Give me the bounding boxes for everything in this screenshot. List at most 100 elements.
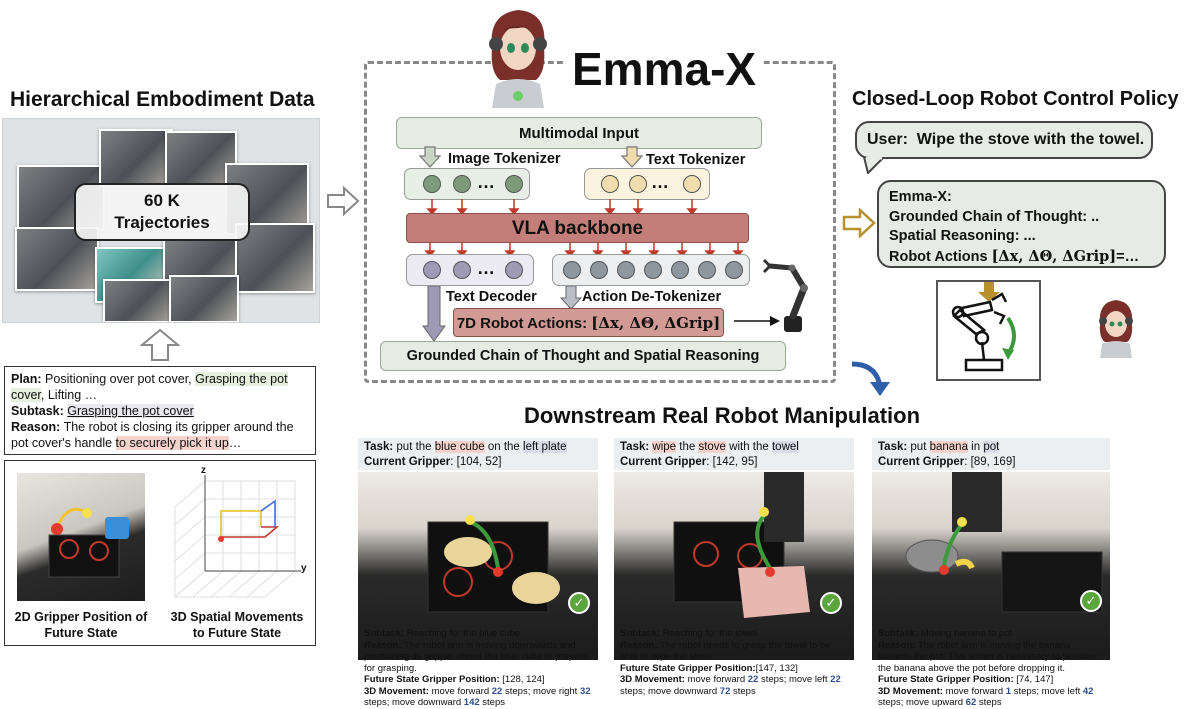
task-text: the (676, 441, 699, 453)
caption-3d-movement: 3D Spatial Movements to Future State (161, 609, 313, 641)
plan-label: Plan: (11, 372, 42, 386)
gripper-line: Current Gripper: [89, 169] (878, 455, 1104, 470)
subtask-label: Subtask: (364, 628, 405, 639)
text-token (683, 175, 701, 193)
image-tokenizer-label: Image Tokenizer (448, 151, 561, 167)
plan-annotation-box: Plan: Positioning over pot cover, Graspi… (4, 366, 316, 455)
action-token (617, 261, 635, 279)
token-ellipsis: … (651, 172, 669, 192)
axis-z-label: z (201, 465, 206, 476)
movement-number: 142 (463, 697, 480, 708)
success-check-icon: ✓ (820, 592, 842, 614)
actions-label: 7D Robot Actions: (456, 315, 592, 332)
right-arrow-icon (327, 186, 360, 216)
axis-y-label: y (301, 563, 307, 574)
success-check-icon: ✓ (1080, 590, 1102, 612)
future-value: [147, 132] (755, 662, 798, 674)
emma-avatar-icon (489, 10, 547, 108)
downstream-curved-arrow-icon (851, 361, 890, 396)
gripper-value: : [89, 169] (964, 456, 1016, 468)
movement-text: steps (976, 697, 1002, 708)
reason-text: The robot needs to grasp the towel to be… (620, 639, 831, 663)
task-line: Task: wipe the stove with the towel (620, 440, 848, 455)
action-token (644, 261, 662, 279)
movement-number: 1 (1005, 685, 1012, 697)
emma-response-line: Grounded Chain of Thought: .. (889, 208, 1100, 225)
task-object: left plate (523, 441, 567, 453)
7d-robot-actions-box: 7D Robot Actions: [Δx, ΔΘ, ΔGrip] (453, 308, 724, 337)
movement-text: steps; move left (758, 674, 831, 685)
movement-text: steps (730, 685, 756, 697)
caption-2d-gripper: 2D Gripper Position of Future State (7, 609, 155, 641)
emma-response-bubble: Emma-X: Grounded Chain of Thought: .. Sp… (877, 180, 1166, 268)
emma-avatar-small-icon (1099, 300, 1133, 358)
action-token (698, 261, 716, 279)
movement-label: 3D Movement: (878, 685, 943, 697)
future-state-box: z y 2D Gripper Position of Future State … (4, 460, 316, 646)
gold-right-arrow-icon (842, 208, 876, 238)
task-label: Task: (620, 441, 650, 453)
movement-number: 22 (830, 674, 841, 685)
trajectories-badge: 60 K Trajectories (74, 183, 250, 241)
movement-label: 3D Movement: (620, 674, 685, 685)
task-header: Task: put banana in pot Current Gripper:… (872, 438, 1110, 470)
future-value: [128, 124] (499, 674, 545, 685)
downstream-title: Downstream Real Robot Manipulation (524, 403, 921, 428)
token-ellipsis: … (477, 172, 495, 192)
text-token (629, 175, 647, 193)
robot-scene-photo (358, 472, 598, 660)
action-detokenizer-arrow-icon (560, 286, 582, 310)
task-label: Task: (364, 441, 394, 453)
caption-3d-line1: 3D Spatial Movements (170, 610, 304, 624)
backbone-to-output-arrows (424, 243, 744, 257)
robot-actions-math: [Δx, ΔΘ, ΔGrip] (991, 247, 1117, 265)
task-panel-banana-pot: Task: put banana in pot Current Gripper:… (872, 438, 1110, 708)
movement-text: steps; move upward (878, 697, 966, 708)
decoder-token (423, 261, 441, 279)
reason-label: Reason: (878, 639, 916, 651)
gripper-label: Current Gripper (878, 456, 965, 468)
down-arrow-icon (418, 146, 442, 168)
task-header: Task: put the blue cube on the left plat… (358, 438, 598, 470)
scene-overlay (905, 472, 1103, 613)
task-header: Task: wipe the stove with the towel Curr… (614, 438, 854, 470)
decoder-token (505, 261, 523, 279)
caption-2d-line1: 2D Gripper Position of (14, 610, 148, 624)
collage-tile (169, 275, 239, 322)
movement-number: 42 (1082, 685, 1094, 697)
task-label: Task: (878, 441, 908, 453)
multimodal-input-box: Multimodal Input (396, 117, 762, 149)
emma-x-title: Emma-X (566, 44, 763, 94)
action-token (671, 261, 689, 279)
movement-number: 22 (491, 685, 503, 697)
text-decoder-arrow-icon (422, 286, 446, 342)
right-title: Closed-Loop Robot Control Policy (852, 88, 1179, 110)
future-label: Future State Gripper Position: (620, 662, 756, 674)
text-decoder-label: Text Decoder (446, 289, 537, 305)
token-ellipsis: … (477, 258, 495, 278)
reason-label: Reason: (620, 639, 658, 651)
task-object: stove (698, 441, 726, 453)
gripper-value: : [104, 52] (450, 456, 502, 468)
panel-reasoning-text: Subtask: Reaching for the blue cube Reas… (364, 628, 594, 709)
task-line: Task: put the blue cube on the left plat… (364, 440, 592, 455)
success-check-icon: ✓ (568, 592, 590, 614)
up-arrow-icon (139, 328, 181, 361)
plan-text-end: , Lifting … (40, 388, 98, 402)
movement-number: 22 (747, 674, 759, 685)
task-object: banana (929, 441, 968, 453)
reason-label: Reason: (364, 639, 402, 651)
user-instruction-bubble: User: Wipe the stove with the towel. (855, 121, 1153, 159)
robot-arm-line-icon (951, 282, 1016, 372)
gripper-label: Current Gripper (620, 456, 707, 468)
reason-text: The robot arm is moving downwards and po… (364, 639, 588, 674)
robot-scene-photo (614, 472, 854, 660)
task-object: pot (983, 441, 1000, 453)
decoder-token-row: … (406, 254, 534, 286)
collage-tile (99, 129, 173, 187)
emma-response-line: Emma-X: (889, 189, 952, 205)
reason-line: Reason: The robot is closing its gripper… (11, 419, 309, 451)
user-instruction-text: Wipe the stove with the towel. (916, 131, 1145, 148)
task-line: Task: put banana in pot (878, 440, 1104, 455)
caption-2d-line2: Future State (44, 626, 118, 640)
